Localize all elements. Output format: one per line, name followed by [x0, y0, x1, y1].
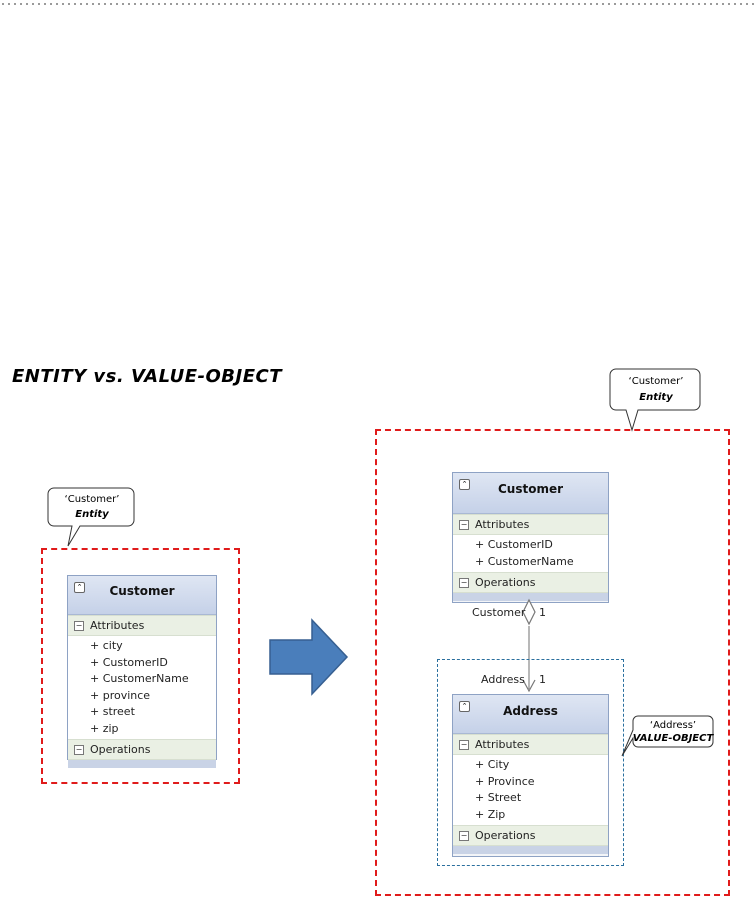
left-entity-boundary: [41, 548, 240, 784]
attribute-item[interactable]: + city: [90, 639, 123, 652]
right-entity-boundary: [375, 429, 730, 896]
svg-text:VALUE-OBJECT: VALUE-OBJECT: [633, 733, 715, 744]
address-class[interactable]: ⌃ Address − Attributes + City+ Province+…: [452, 694, 609, 857]
attribute-item[interactable]: + zip: [90, 721, 119, 735]
operations-section[interactable]: − Operations: [68, 739, 216, 760]
aggregation-association[interactable]: [510, 596, 550, 696]
assoc-top-mult: 1: [539, 606, 546, 619]
minus-icon[interactable]: −: [459, 578, 469, 588]
minus-icon[interactable]: −: [74, 621, 84, 631]
collapse-icon[interactable]: ⌃: [459, 479, 470, 490]
operations-section[interactable]: − Operations: [453, 572, 608, 593]
left-callout-line2: Entity: [75, 509, 109, 520]
attribute-item[interactable]: + Street: [475, 791, 522, 804]
attribute-item[interactable]: + CustomerName: [90, 672, 189, 685]
minus-icon[interactable]: −: [459, 831, 469, 841]
attribute-item[interactable]: + Province: [475, 774, 535, 788]
dotted-separator: [2, 3, 754, 5]
attribute-item[interactable]: + City: [475, 758, 510, 771]
attributes-list: + CustomerID + CustomerName: [453, 535, 608, 572]
value-object-boundary: [437, 659, 624, 866]
minus-icon[interactable]: −: [459, 520, 469, 530]
assoc-bottom-mult: 1: [539, 673, 546, 686]
attribute-item[interactable]: + CustomerID: [90, 655, 168, 669]
right-customer-class[interactable]: ⌃ Customer − Attributes + CustomerID+ Cu…: [452, 472, 609, 603]
minus-icon[interactable]: −: [74, 745, 84, 755]
assoc-top-role: Customer: [472, 606, 526, 619]
attributes-section[interactable]: − Attributes: [453, 514, 608, 535]
class-name: Address: [503, 704, 558, 718]
attributes-list: + city + CustomerID + CustomerName + provin…: [68, 636, 216, 739]
left-callout-line1: ‘Customer’: [65, 494, 120, 505]
minus-icon[interactable]: −: [459, 740, 469, 750]
svg-text:Entity: Entity: [639, 392, 673, 403]
page-title: ENTITY vs. VALUE-OBJECT: [12, 366, 282, 387]
attribute-item[interactable]: + Zip: [475, 807, 506, 821]
attribute-item[interactable]: + CustomerName: [475, 554, 574, 568]
right-entity-callout: ‘Customer’ Entity: [609, 368, 701, 432]
aggregation-diamond-icon: [522, 598, 536, 626]
attribute-item[interactable]: + province: [90, 688, 151, 702]
left-customer-class[interactable]: ⌃ Customer − Attributes + city + Customer…: [67, 575, 217, 768]
attributes-list: + City + Province + Street + Zip: [453, 755, 608, 825]
arrowhead-icon: [522, 679, 536, 693]
transform-arrow-icon: [269, 618, 349, 696]
attribute-item[interactable]: + CustomerID: [475, 538, 553, 551]
class-name: Customer: [109, 584, 175, 598]
attributes-section[interactable]: − Attributes: [68, 615, 216, 636]
attributes-section[interactable]: − Attributes: [453, 734, 608, 755]
value-object-callout: ‘Address’ VALUE-OBJECT: [621, 715, 715, 757]
class-name: Customer: [497, 482, 564, 496]
collapse-icon[interactable]: ⌃: [459, 701, 470, 712]
attribute-item[interactable]: + street: [90, 705, 135, 718]
operations-section[interactable]: − Operations: [453, 825, 608, 846]
left-entity-callout: ‘Customer’ Entity: [47, 487, 135, 547]
svg-text:‘Address’: ‘Address’: [650, 720, 696, 731]
svg-text:‘Customer’: ‘Customer’: [629, 376, 684, 387]
assoc-bottom-role: Address: [481, 673, 525, 686]
collapse-icon[interactable]: ⌃: [74, 582, 85, 593]
